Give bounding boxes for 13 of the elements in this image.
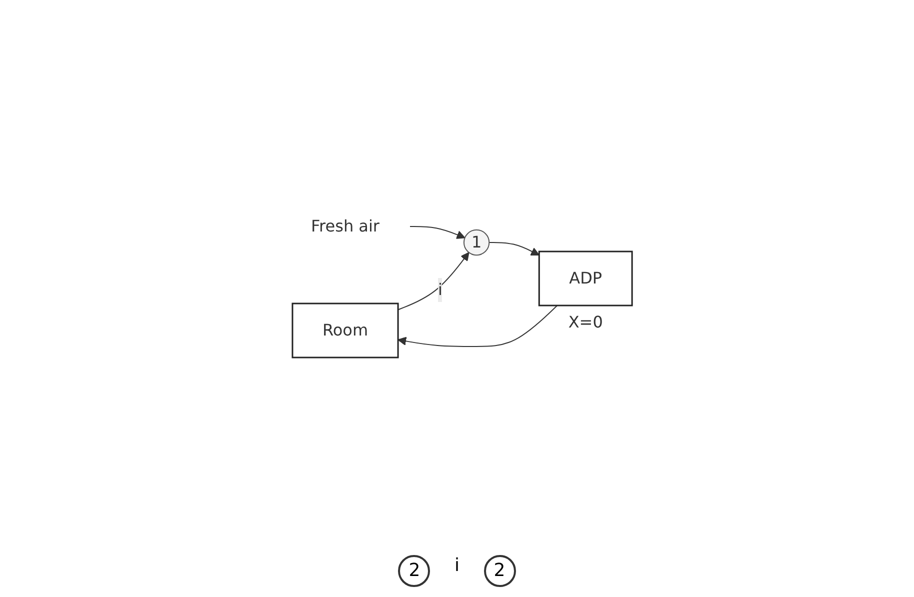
- node-caption: X=0: [568, 312, 604, 332]
- state-point-number: 2: [398, 555, 430, 587]
- node-box: ADP: [538, 250, 634, 306]
- arrow: [409, 226, 466, 239]
- state-point-number: 2: [484, 555, 516, 587]
- arrow: [398, 305, 558, 347]
- node-circle: 1: [464, 229, 490, 256]
- flow-label: i: [454, 555, 460, 578]
- node-box: Room: [292, 302, 400, 358]
- arrow: [398, 252, 470, 310]
- edge-label: i: [438, 280, 443, 300]
- node-text: Fresh air: [311, 216, 380, 236]
- arrow: [489, 242, 540, 256]
